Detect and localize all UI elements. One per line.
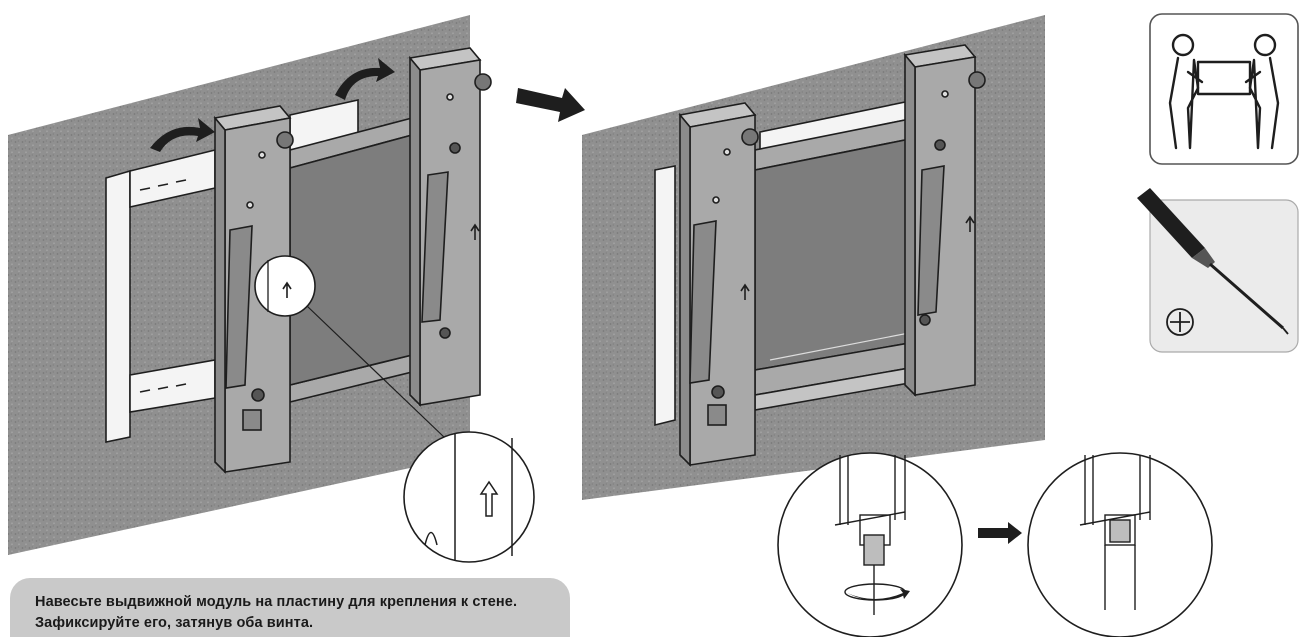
two-person-lift-icon bbox=[1149, 13, 1299, 165]
instruction-line-2: Зафиксируйте его, затянув оба винта. bbox=[35, 615, 314, 631]
rotate-arrow-icon bbox=[847, 589, 910, 601]
pop-out-module-beams bbox=[289, 116, 413, 404]
wall-plate-left bbox=[105, 148, 216, 443]
phillips-screwdriver-icon bbox=[1137, 188, 1299, 353]
wall-plate bbox=[654, 99, 916, 427]
detail-screw-tight bbox=[1027, 452, 1213, 637]
next-step-arrow-small bbox=[978, 522, 1022, 544]
detail-magnifier-small bbox=[254, 255, 316, 317]
callout-line bbox=[306, 305, 446, 439]
step-illustration-module-hung bbox=[582, 15, 1045, 500]
rotate-arrow-right bbox=[335, 58, 395, 100]
instruction-caption: Навесьте выдвижной модуль на пластину дл… bbox=[10, 578, 570, 637]
back-vertical-bar bbox=[903, 44, 986, 397]
up-arrow-icon bbox=[282, 281, 292, 298]
next-step-arrow bbox=[516, 88, 585, 122]
front-vertical-bar bbox=[678, 102, 759, 467]
detail-screw-loose bbox=[777, 452, 963, 637]
rotate-arrow-left bbox=[150, 118, 215, 152]
instruction-line-1: Навесьте выдвижной модуль на пластину дл… bbox=[35, 594, 518, 610]
up-arrow-icon bbox=[479, 480, 499, 517]
back-vertical-bar bbox=[408, 47, 492, 407]
detail-zoom-up-arrow bbox=[403, 431, 535, 563]
step-illustration-hang-module bbox=[8, 15, 535, 563]
